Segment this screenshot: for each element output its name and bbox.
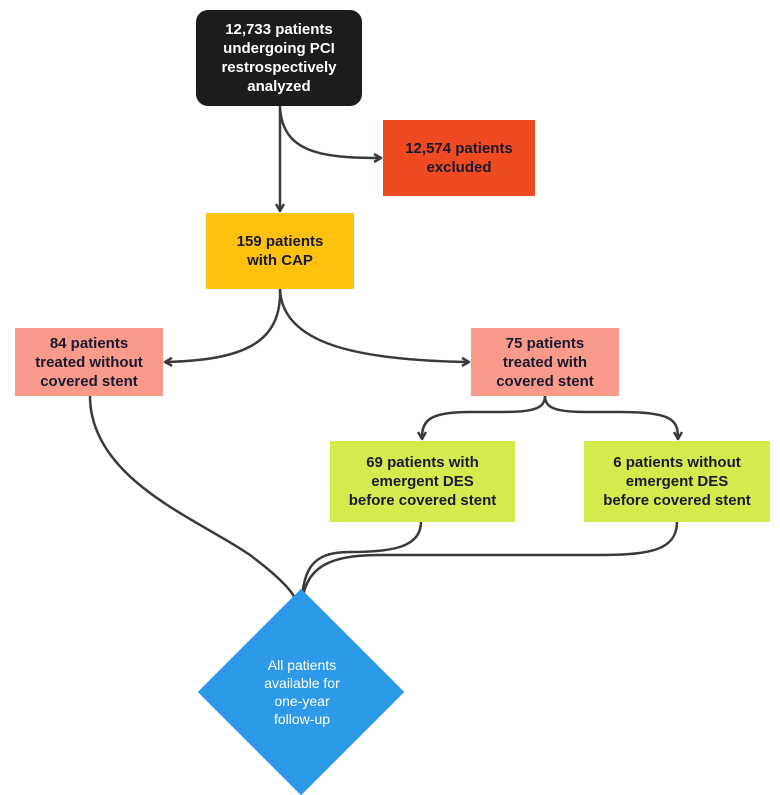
without-emergent-des-node: 6 patients without emergent DES before c…	[584, 441, 770, 522]
start-node: 12,733 patients undergoing PCI restrospe…	[196, 10, 362, 106]
arrow-with-cs-to-without-des	[543, 395, 678, 438]
arrow-with-des-to-final	[301, 521, 423, 615]
arrow-without-des-to-final	[301, 521, 679, 615]
final-node-label: All patients available for one-year foll…	[264, 657, 340, 727]
arrow-cap-to-with-cs	[278, 288, 468, 362]
with-covered-stent-node: 75 patients treated with covered stent	[471, 328, 619, 396]
excluded-node: 12,574 patients excluded	[383, 120, 535, 196]
arrow-without-cs-to-final	[88, 395, 300, 615]
arrow-with-cs-to-with-des	[422, 395, 547, 438]
with-emergent-des-node: 69 patients with emergent DES before cov…	[330, 441, 515, 522]
cap-node: 159 patients with CAP	[206, 213, 354, 289]
arrow-cap-to-without-cs	[166, 288, 282, 362]
without-covered-stent-node: 84 patients treated without covered sten…	[15, 328, 163, 396]
arrow-start-to-excluded	[278, 107, 380, 158]
